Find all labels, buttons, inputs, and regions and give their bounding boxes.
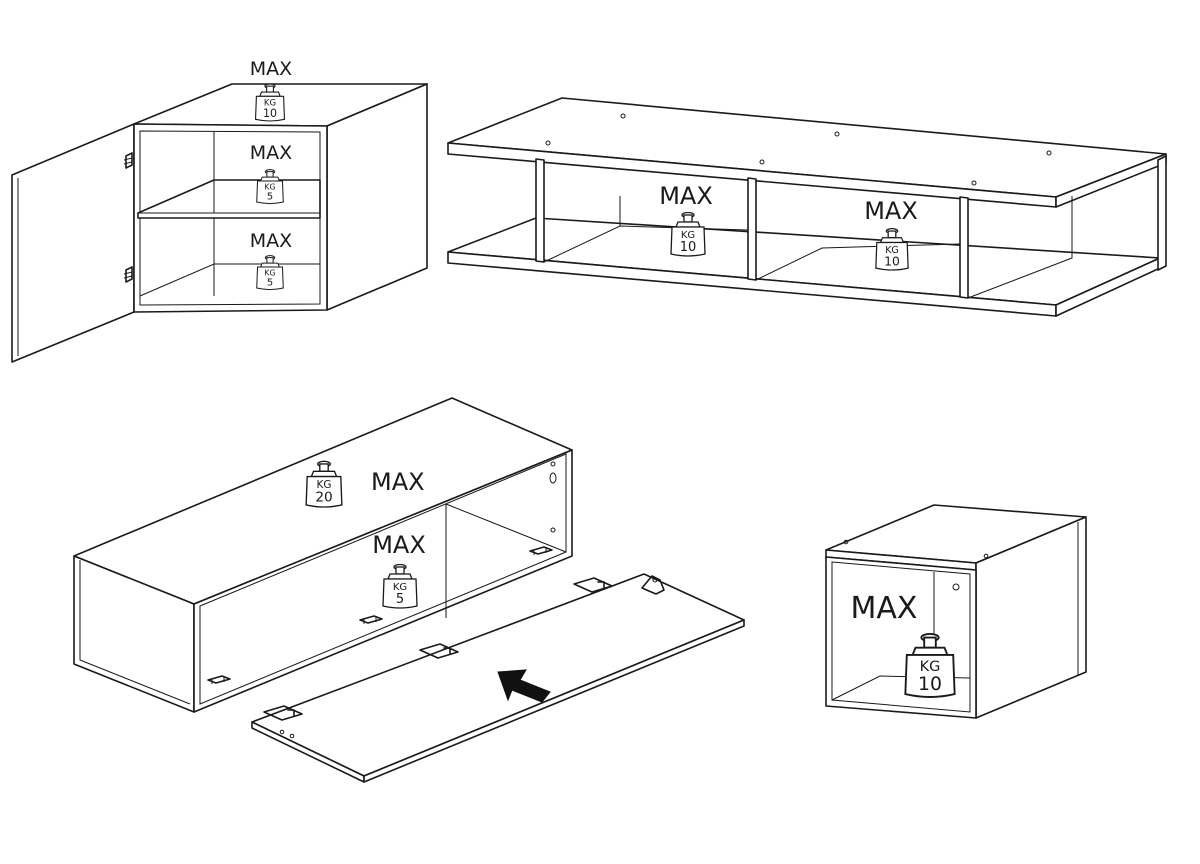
load-label: MAX KG5 — [372, 531, 426, 609]
tv-cabinet-right-side — [193, 449, 573, 713]
max-label: MAX — [371, 468, 425, 496]
weight-icon: KG5 — [256, 169, 284, 205]
wall-cabinet-with-door — [11, 83, 428, 363]
open-shelf-unit — [447, 97, 1167, 317]
load-label: MAX KG5 — [250, 142, 292, 205]
hinge-icon — [123, 266, 133, 283]
hinge-icon — [207, 675, 231, 684]
weight-value-label: 5 — [396, 592, 404, 607]
weight-unit-label: KG — [393, 582, 407, 593]
weight-value-label: 10 — [918, 674, 942, 695]
hinge-icon — [419, 643, 459, 659]
max-label: MAX — [250, 142, 292, 164]
max-label: MAX — [864, 197, 918, 225]
load-labels: MAXKG10MAXKG5MAXKG5MAXKG10MAXKG10MAXKG20… — [250, 58, 956, 698]
weight-unit-label: KG — [681, 230, 695, 241]
weight-value-label: 5 — [267, 278, 273, 289]
weight-value-label: 10 — [263, 107, 277, 120]
hinge-icon — [359, 615, 383, 624]
max-label: MAX — [372, 531, 426, 559]
max-label: MAX — [250, 230, 292, 252]
hinge-icon — [573, 577, 613, 593]
weight-unit-label: KG — [264, 183, 275, 192]
weight-unit-label: KG — [885, 245, 899, 256]
weight-unit-label: KG — [264, 99, 276, 109]
weight-icon: KG5 — [382, 563, 418, 609]
hinge-icon — [263, 705, 303, 721]
direction-arrow-icon — [497, 669, 551, 703]
weight-value-label: 10 — [884, 254, 900, 268]
hinge-icon — [641, 575, 665, 595]
weight-icon: KG5 — [256, 255, 284, 291]
weight-value-label: 20 — [315, 490, 332, 506]
max-label: MAX — [851, 591, 918, 626]
max-label: MAX — [659, 182, 713, 210]
weight-unit-label: KG — [264, 269, 275, 278]
max-label: MAX — [250, 58, 292, 80]
hinge-icon — [529, 546, 553, 555]
weight-unit-label: KG — [316, 479, 331, 491]
weight-value-label: 5 — [267, 192, 273, 203]
hinge-icon — [123, 152, 133, 169]
weight-unit-label: KG — [920, 659, 941, 675]
cabinet-door — [11, 123, 135, 363]
weight-value-label: 10 — [680, 240, 697, 255]
load-label: MAX KG5 — [250, 230, 292, 291]
